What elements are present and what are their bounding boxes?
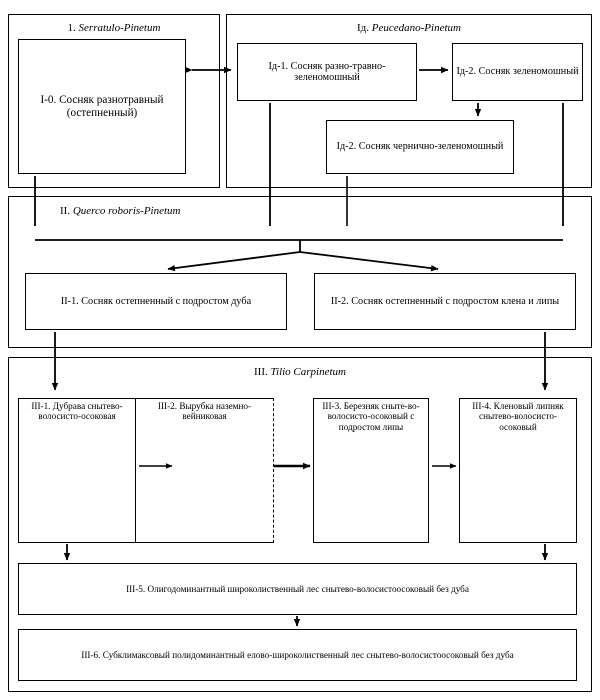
group-frame-querco-roboris-pinetum [8, 196, 592, 348]
node-box-Id-2-chernichno[interactable]: Iд-2. Сосняк чернично-зеленомошный [326, 120, 514, 174]
node-box-Id-2[interactable]: Iд-2. Сосняк зеленомошный [452, 43, 583, 101]
group-title-number-1: 1. [67, 22, 76, 34]
group-frame-tilio-carpinetum [8, 357, 592, 692]
group-title-peucedano-pinetum: Iд. Peucedano-Pinetum [226, 22, 592, 34]
group-title-name-2: Querco roboris-Pinetum [72, 205, 181, 217]
group-frame-serratulo-pinetum [8, 14, 220, 188]
node-box-III-3[interactable]: III-3. Березняк сныте-во-волосисто-осоко… [313, 398, 429, 543]
node-label-III-3: III-3. Березняк сныте-во-волосисто-осоко… [322, 401, 420, 432]
group-title-querco-roboris-pinetum: II. Querco roboris-Pinetum [60, 205, 300, 217]
group-title-name-3: Tilio Carpinetum [270, 366, 347, 378]
node-label-Id-2-chernichno: Iд-2. Сосняк чернично-зеленомошный [336, 141, 504, 153]
node-box-III-4[interactable]: III-4. Кленовый липняк снытево-волосисто… [459, 398, 577, 543]
node-box-I-0[interactable]: I-0. Сосняк разнотравный (остепненный) [18, 39, 186, 174]
node-label-III-4: III-4. Кленовый липняк снытево-волосисто… [472, 401, 564, 432]
group-title-tilio-carpinetum: III. Tilio Carpinetum [8, 366, 592, 378]
node-box-II-2[interactable]: II-2. Сосняк остепненный с подростом кле… [314, 273, 576, 330]
node-box-III-2[interactable]: III-2. Вырубка наземно-вейниковая [136, 398, 274, 543]
group-title-number-3: III. [254, 366, 268, 378]
node-label-III-5: III-5. Олигодоминантный широколиственный… [126, 583, 469, 594]
node-label-III-6: III-6. Субклимаксовый полидоминантный ел… [81, 649, 514, 660]
group-title-serratulo-pinetum: 1. Serratulo-Pinetum [8, 22, 220, 34]
group-title-name-1d: Peucedano-Pinetum [371, 22, 461, 34]
node-label-I-0: I-0. Сосняк разнотравный (остепненный) [40, 93, 164, 119]
node-box-III-1[interactable]: III-1. Дубрава снытево-волосисто-осокова… [18, 398, 136, 543]
node-label-Id-1: Iд-1. Сосняк разно-травно-зеленомошный [268, 60, 386, 83]
node-label-II-1: II-1. Сосняк остепненный с подростом дуб… [60, 295, 252, 307]
node-box-III-6[interactable]: III-6. Субклимаксовый полидоминантный ел… [18, 629, 577, 681]
node-box-Id-1[interactable]: Iд-1. Сосняк разно-травно-зеленомошный [237, 43, 417, 101]
node-label-Id-2: Iд-2. Сосняк зеленомошный [456, 66, 579, 78]
node-label-III-2: III-2. Вырубка наземно-вейниковая [157, 401, 252, 422]
group-title-name-1: Serratulo-Pinetum [78, 22, 161, 34]
node-label-III-1: III-1. Дубрава снытево-волосисто-осокова… [31, 401, 123, 422]
node-box-III-5[interactable]: III-5. Олигодоминантный широколиственный… [18, 563, 577, 615]
node-box-II-1[interactable]: II-1. Сосняк остепненный с подростом дуб… [25, 273, 287, 330]
group-title-number-2: II. [60, 205, 71, 217]
group-frame-peucedano-pinetum [226, 14, 592, 188]
node-label-II-2: II-2. Сосняк остепненный с подростом кле… [330, 295, 560, 307]
group-title-number-1d: Iд. [357, 22, 370, 34]
